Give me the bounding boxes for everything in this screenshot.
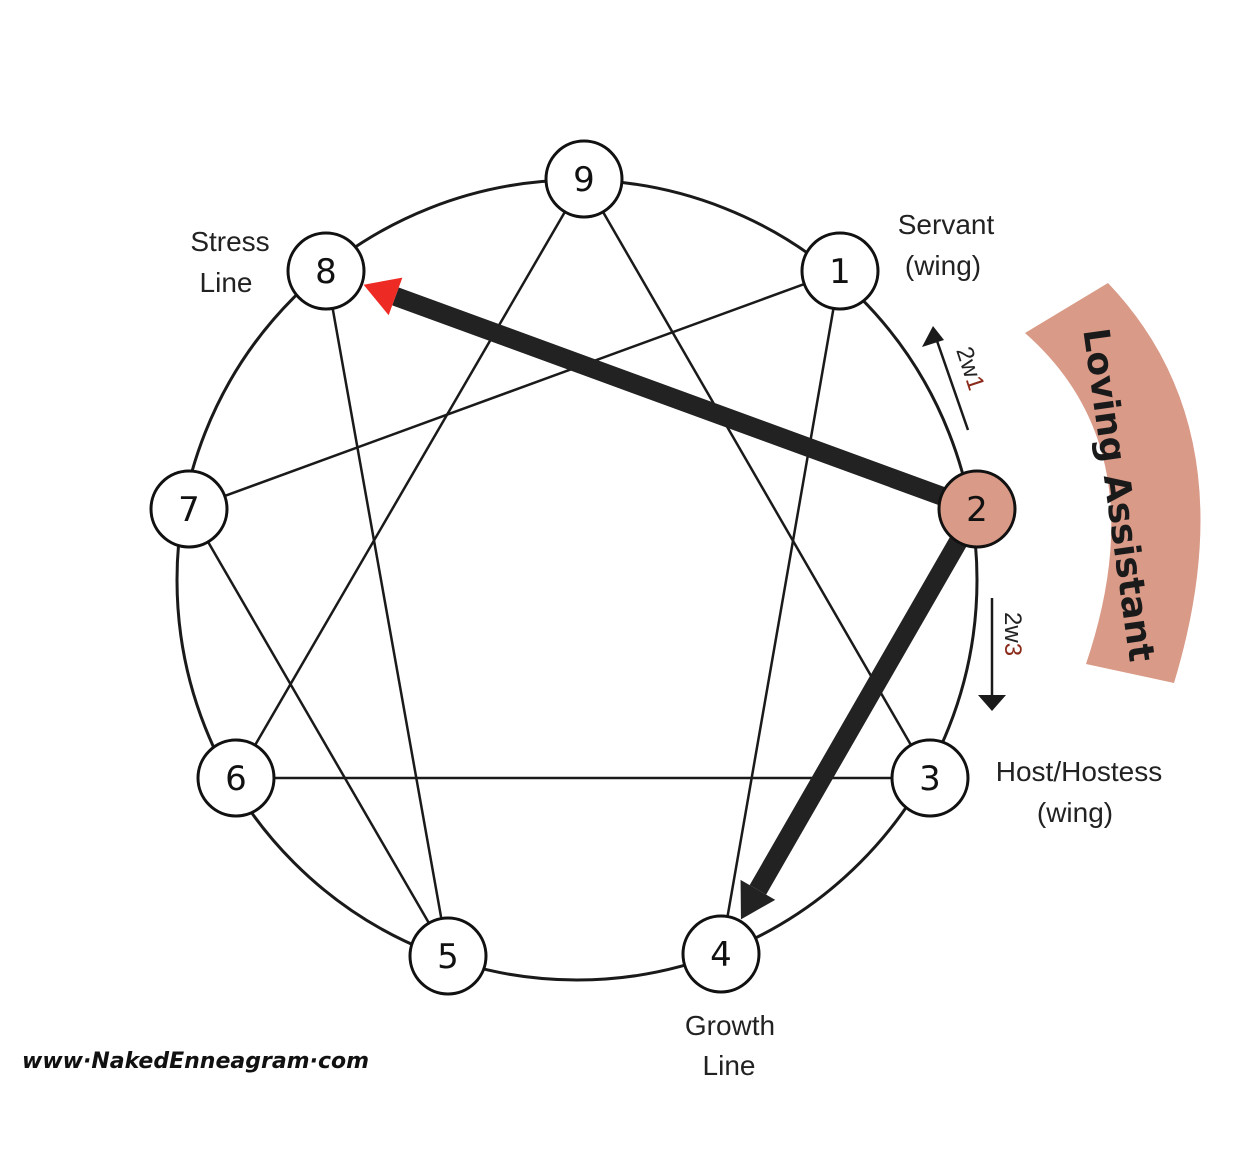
node-label-6: 6 xyxy=(225,759,247,799)
node-circle-3 xyxy=(890,738,970,818)
stress-line-label-2: Line xyxy=(200,267,253,298)
node-label-7: 7 xyxy=(178,490,200,530)
type-nodes: 9 1 2 3 4 5 6 7 8 xyxy=(149,139,1017,996)
edge-7-1 xyxy=(188,269,841,511)
edge-9-6 xyxy=(234,178,586,779)
node-circle-9 xyxy=(544,139,624,219)
wing-arrow-up-shaft xyxy=(934,337,970,431)
node-5: 5 xyxy=(408,916,488,996)
edge-1-4 xyxy=(719,270,842,955)
node-circle-1 xyxy=(800,231,880,311)
node-label-4: 4 xyxy=(710,935,732,975)
node-circle-2 xyxy=(937,469,1017,549)
growth-line-label-2: Line xyxy=(703,1050,756,1081)
node-circle-6 xyxy=(196,738,276,818)
stress-arrow-shaft xyxy=(392,287,974,516)
wing-label-2w3: 2w3 xyxy=(999,612,1026,656)
node-label-5: 5 xyxy=(437,937,459,977)
node-circle-7 xyxy=(149,469,229,549)
growth-arrow-head xyxy=(740,879,776,920)
growth-arrow-shaft xyxy=(749,510,982,895)
stress-arrow-head xyxy=(363,277,403,316)
edge-5-7 xyxy=(187,508,450,957)
node-6: 6 xyxy=(196,738,276,818)
node-3: 3 xyxy=(890,738,970,818)
growth-line-label-1: Growth xyxy=(685,1010,775,1041)
node-7: 7 xyxy=(149,469,229,549)
website-footer: www·NakedEnneagram·com xyxy=(22,1049,369,1074)
node-label-8: 8 xyxy=(315,252,337,292)
node-circle-4 xyxy=(681,914,761,994)
node-4: 4 xyxy=(681,914,761,994)
node-label-3: 3 xyxy=(919,759,941,799)
wing-arrow-up-head xyxy=(922,326,944,347)
node-label-1: 1 xyxy=(829,252,851,292)
node-1: 1 xyxy=(800,231,880,311)
node-2: 2 xyxy=(937,469,1017,549)
node-label-2: 2 xyxy=(966,490,988,530)
node-9: 9 xyxy=(544,139,624,219)
node-circle-5 xyxy=(408,916,488,996)
node-label-9: 9 xyxy=(573,160,595,200)
node-circle-8 xyxy=(286,231,366,311)
node-8: 8 xyxy=(286,231,366,311)
host-label-1: Host/Hostess xyxy=(996,756,1163,787)
servant-label-1: Servant xyxy=(898,209,995,240)
servant-label-2: (wing) xyxy=(905,250,981,281)
edge-8-5 xyxy=(324,270,450,957)
stress-growth-arrows xyxy=(363,277,982,920)
wing-label-2w1: 2w1 xyxy=(950,344,989,394)
stress-line-label-1: Stress xyxy=(190,226,269,257)
host-label-2: (wing) xyxy=(1037,797,1113,828)
wing-arrow-down-head xyxy=(978,695,1006,711)
type-banner xyxy=(1025,283,1201,683)
